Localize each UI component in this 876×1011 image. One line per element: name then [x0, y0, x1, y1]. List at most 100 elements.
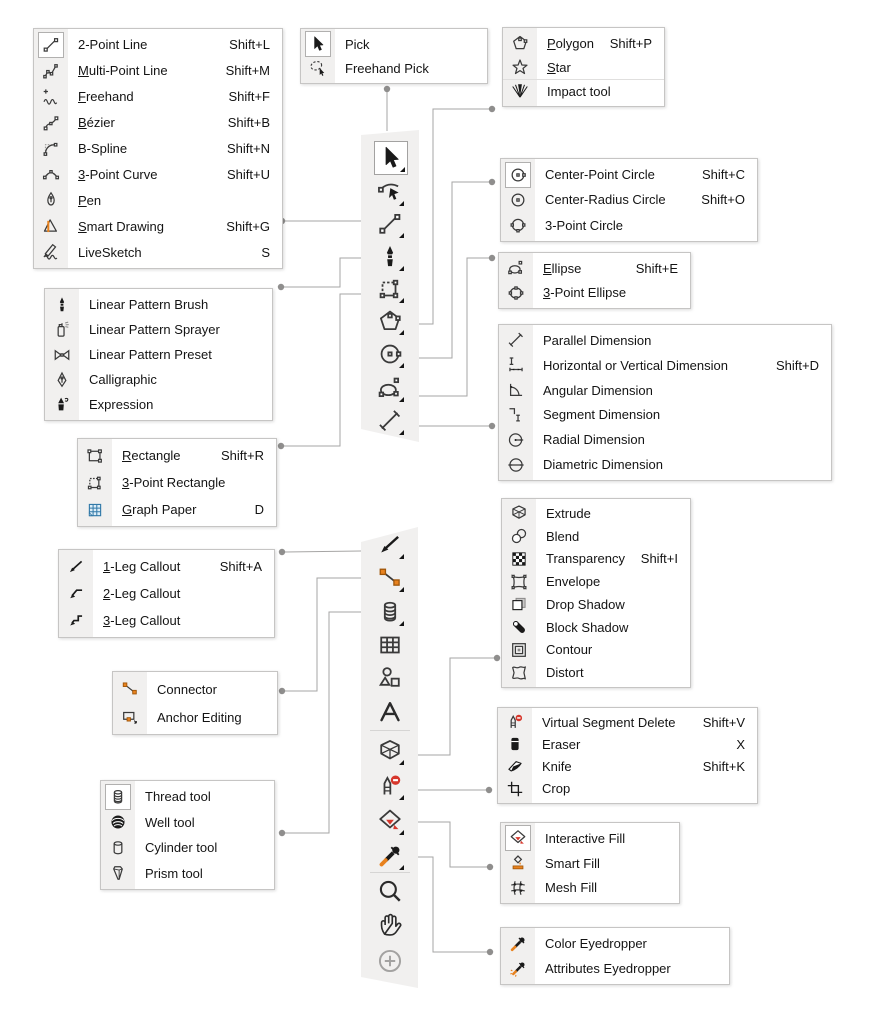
flyout-item-star[interactable]: Star — [503, 55, 664, 79]
flyout-item-linear-pattern-sprayer[interactable]: Linear Pattern Sprayer — [45, 317, 272, 342]
tool-pick[interactable] — [374, 141, 408, 175]
flyout-item-3-leg-callout[interactable]: 3-Leg Callout — [59, 607, 274, 634]
flyout-item-blend[interactable]: Blend — [502, 525, 690, 548]
flyout-item-parallel-dimension[interactable]: Parallel Dimension — [499, 328, 831, 353]
flyout-item-pen[interactable]: Pen — [34, 187, 282, 213]
selected-tool-box — [305, 31, 331, 57]
flyout-item-freehand-pick[interactable]: Freehand Pick — [301, 56, 487, 80]
flyout-item-calligraphic[interactable]: Calligraphic — [45, 367, 272, 392]
flyout-item-diametric-dimension[interactable]: Diametric Dimension — [499, 452, 831, 477]
flyout-item-label: Color Eyedropper — [545, 936, 647, 951]
tool-extrude[interactable] — [374, 735, 406, 767]
flyout-item-linear-pattern-preset[interactable]: Linear Pattern Preset — [45, 342, 272, 367]
tool-circle[interactable] — [374, 338, 406, 370]
tool-polygon[interactable] — [374, 305, 406, 337]
flyout-item-smart-fill[interactable]: Smart Fill — [501, 851, 679, 876]
flyout-item-pick[interactable]: Pick — [301, 31, 487, 57]
flyout-item-color-eyedropper[interactable]: Color Eyedropper — [501, 931, 729, 956]
flyout-indicator — [400, 167, 405, 172]
flyout-item-anchor-editing[interactable]: Anchor Editing — [113, 703, 277, 731]
circle-3pt-icon — [510, 219, 526, 233]
tool-artistic-media[interactable] — [374, 241, 406, 273]
flyout-item-segment-dimension[interactable]: Segment Dimension — [499, 402, 831, 427]
flyout-item-expression[interactable]: Expression — [45, 392, 272, 417]
flyout-item-extrude[interactable]: Extrude — [502, 502, 690, 525]
tool-common-shapes[interactable] — [374, 662, 406, 694]
tool-shape-edit[interactable] — [374, 176, 406, 208]
flyout-item-3-point-ellipse[interactable]: 3-Point Ellipse — [499, 281, 690, 306]
flyout-item-prism-tool[interactable]: Prism tool — [101, 861, 274, 887]
tool-callout[interactable] — [374, 529, 406, 561]
flyout-item-2-leg-callout[interactable]: 2-Leg Callout — [59, 580, 274, 607]
tool-ellipse[interactable] — [374, 372, 406, 404]
flyout-item-attributes-eyedropper[interactable]: Attributes Eyedropper — [501, 956, 729, 981]
flyout-item-thread-tool[interactable]: Thread tool — [101, 783, 274, 810]
tool-two-point-line[interactable] — [374, 208, 406, 240]
flyout-item-label: Drop Shadow — [546, 596, 625, 612]
flyout-item-shortcut: Shift+P — [609, 35, 652, 51]
flyout-item-shortcut: Shift+M — [225, 63, 270, 79]
tool-add-tool[interactable] — [374, 945, 406, 977]
tool-rectangle[interactable] — [374, 273, 406, 305]
connector-dot — [486, 863, 494, 871]
tool-connector[interactable] — [374, 562, 406, 594]
flyout-item-linear-pattern-brush[interactable]: Linear Pattern Brush — [45, 292, 272, 317]
flyout-item-drop-shadow[interactable]: Drop Shadow — [502, 593, 690, 616]
flyout-item-label: Expression — [89, 397, 154, 412]
flyout-item-3-point-circle[interactable]: 3-Point Circle — [501, 213, 757, 238]
tool-color-eyedropper[interactable] — [374, 840, 406, 872]
flyout-item-envelope[interactable]: Envelope — [502, 570, 690, 593]
thread-icon — [383, 601, 396, 622]
flyout-item-connector[interactable]: Connector — [113, 675, 277, 703]
connector-dot — [277, 283, 285, 291]
flyout-item-3-point-rectangle[interactable]: 3-Point Rectangle — [78, 469, 276, 496]
tool-interactive-fill[interactable] — [374, 805, 406, 837]
flyout-item-angular-dimension[interactable]: Angular Dimension — [499, 378, 831, 403]
flyout-item-mesh-fill[interactable]: Mesh Fill — [501, 875, 679, 900]
flyout-item-well-tool[interactable]: Well tool — [101, 810, 274, 836]
flyout-item-label: Extrude — [546, 505, 591, 521]
connector-line — [285, 577, 361, 692]
tool-text[interactable] — [374, 696, 406, 728]
flyout-item-distort[interactable]: Distort — [502, 661, 690, 684]
flyout-item-impact-tool[interactable]: Impact tool — [503, 79, 664, 103]
tool-table[interactable] — [374, 629, 406, 661]
flyout-item-radial-dimension[interactable]: Radial Dimension — [499, 427, 831, 452]
flyout-item-shortcut: Shift+U — [227, 166, 270, 182]
flyout-item-contour[interactable]: Contour — [502, 639, 690, 662]
flyout-item-block-shadow[interactable]: Block Shadow — [502, 616, 690, 639]
tool-dimension[interactable] — [374, 405, 406, 437]
eyedropper-color-icon — [510, 936, 525, 951]
flyout-item-cylinder-tool[interactable]: Cylinder tool — [101, 835, 274, 861]
connector-dot — [488, 422, 496, 430]
flyout-item-crop[interactable]: Crop — [498, 778, 757, 800]
flyout-item-interactive-fill[interactable]: Interactive Fill — [501, 825, 679, 852]
distort-icon — [512, 665, 526, 680]
tool-virtual-segment-delete[interactable] — [374, 770, 406, 802]
tool-zoom[interactable] — [374, 875, 406, 907]
tool-thread[interactable] — [374, 596, 406, 628]
tool-pan[interactable] — [374, 909, 406, 941]
connector-line — [284, 550, 362, 553]
